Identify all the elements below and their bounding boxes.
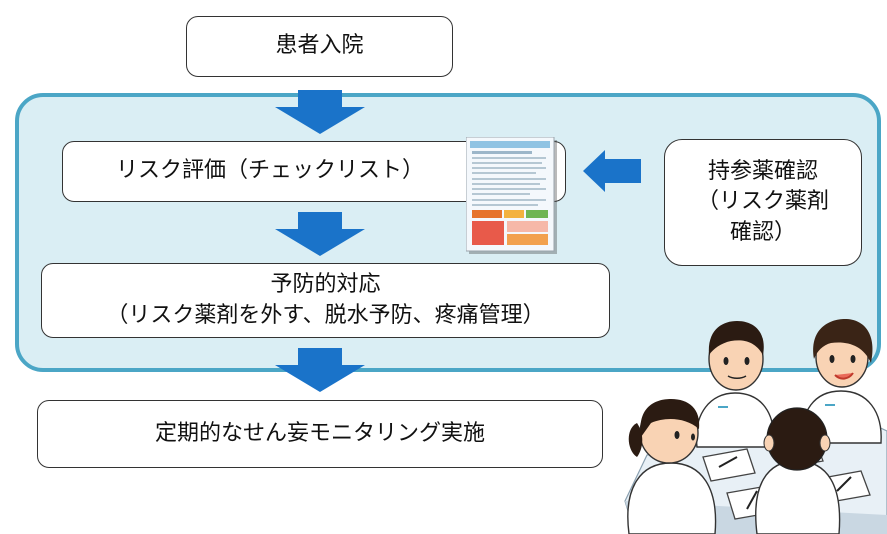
medication-check-line1: 持参薬確認 (707, 158, 818, 184)
down-arrow-icon (275, 90, 365, 134)
nurses-meeting-illustration (624, 319, 887, 534)
preventive-measures-box: 予防的対応 （リスク薬剤を外す、脱水予防、疼痛管理） (41, 263, 610, 338)
risk-assessment-label: リスク評価（チェックリスト） (115, 158, 424, 184)
monitoring-label: 定期的なせん妄モニタリング実施 (154, 420, 485, 446)
down-arrow-icon (275, 212, 365, 256)
medication-check-box: 持参薬確認 （リスク薬剤 確認） (664, 139, 862, 266)
monitoring-box: 定期的なせん妄モニタリング実施 (37, 400, 603, 468)
medication-check-line3: 確認） (729, 219, 796, 245)
medication-check-line2: （リスク薬剤 (696, 189, 829, 215)
preventive-measures-detail: （リスク薬剤を外す、脱水予防、疼痛管理） (106, 302, 545, 328)
left-arrow-icon (583, 150, 641, 192)
admission-label: 患者入院 (275, 33, 364, 59)
down-arrow-icon (275, 348, 365, 392)
checklist-document-icon (466, 137, 557, 254)
admission-box: 患者入院 (186, 16, 453, 77)
preventive-measures-title: 予防的対応 (270, 272, 381, 298)
